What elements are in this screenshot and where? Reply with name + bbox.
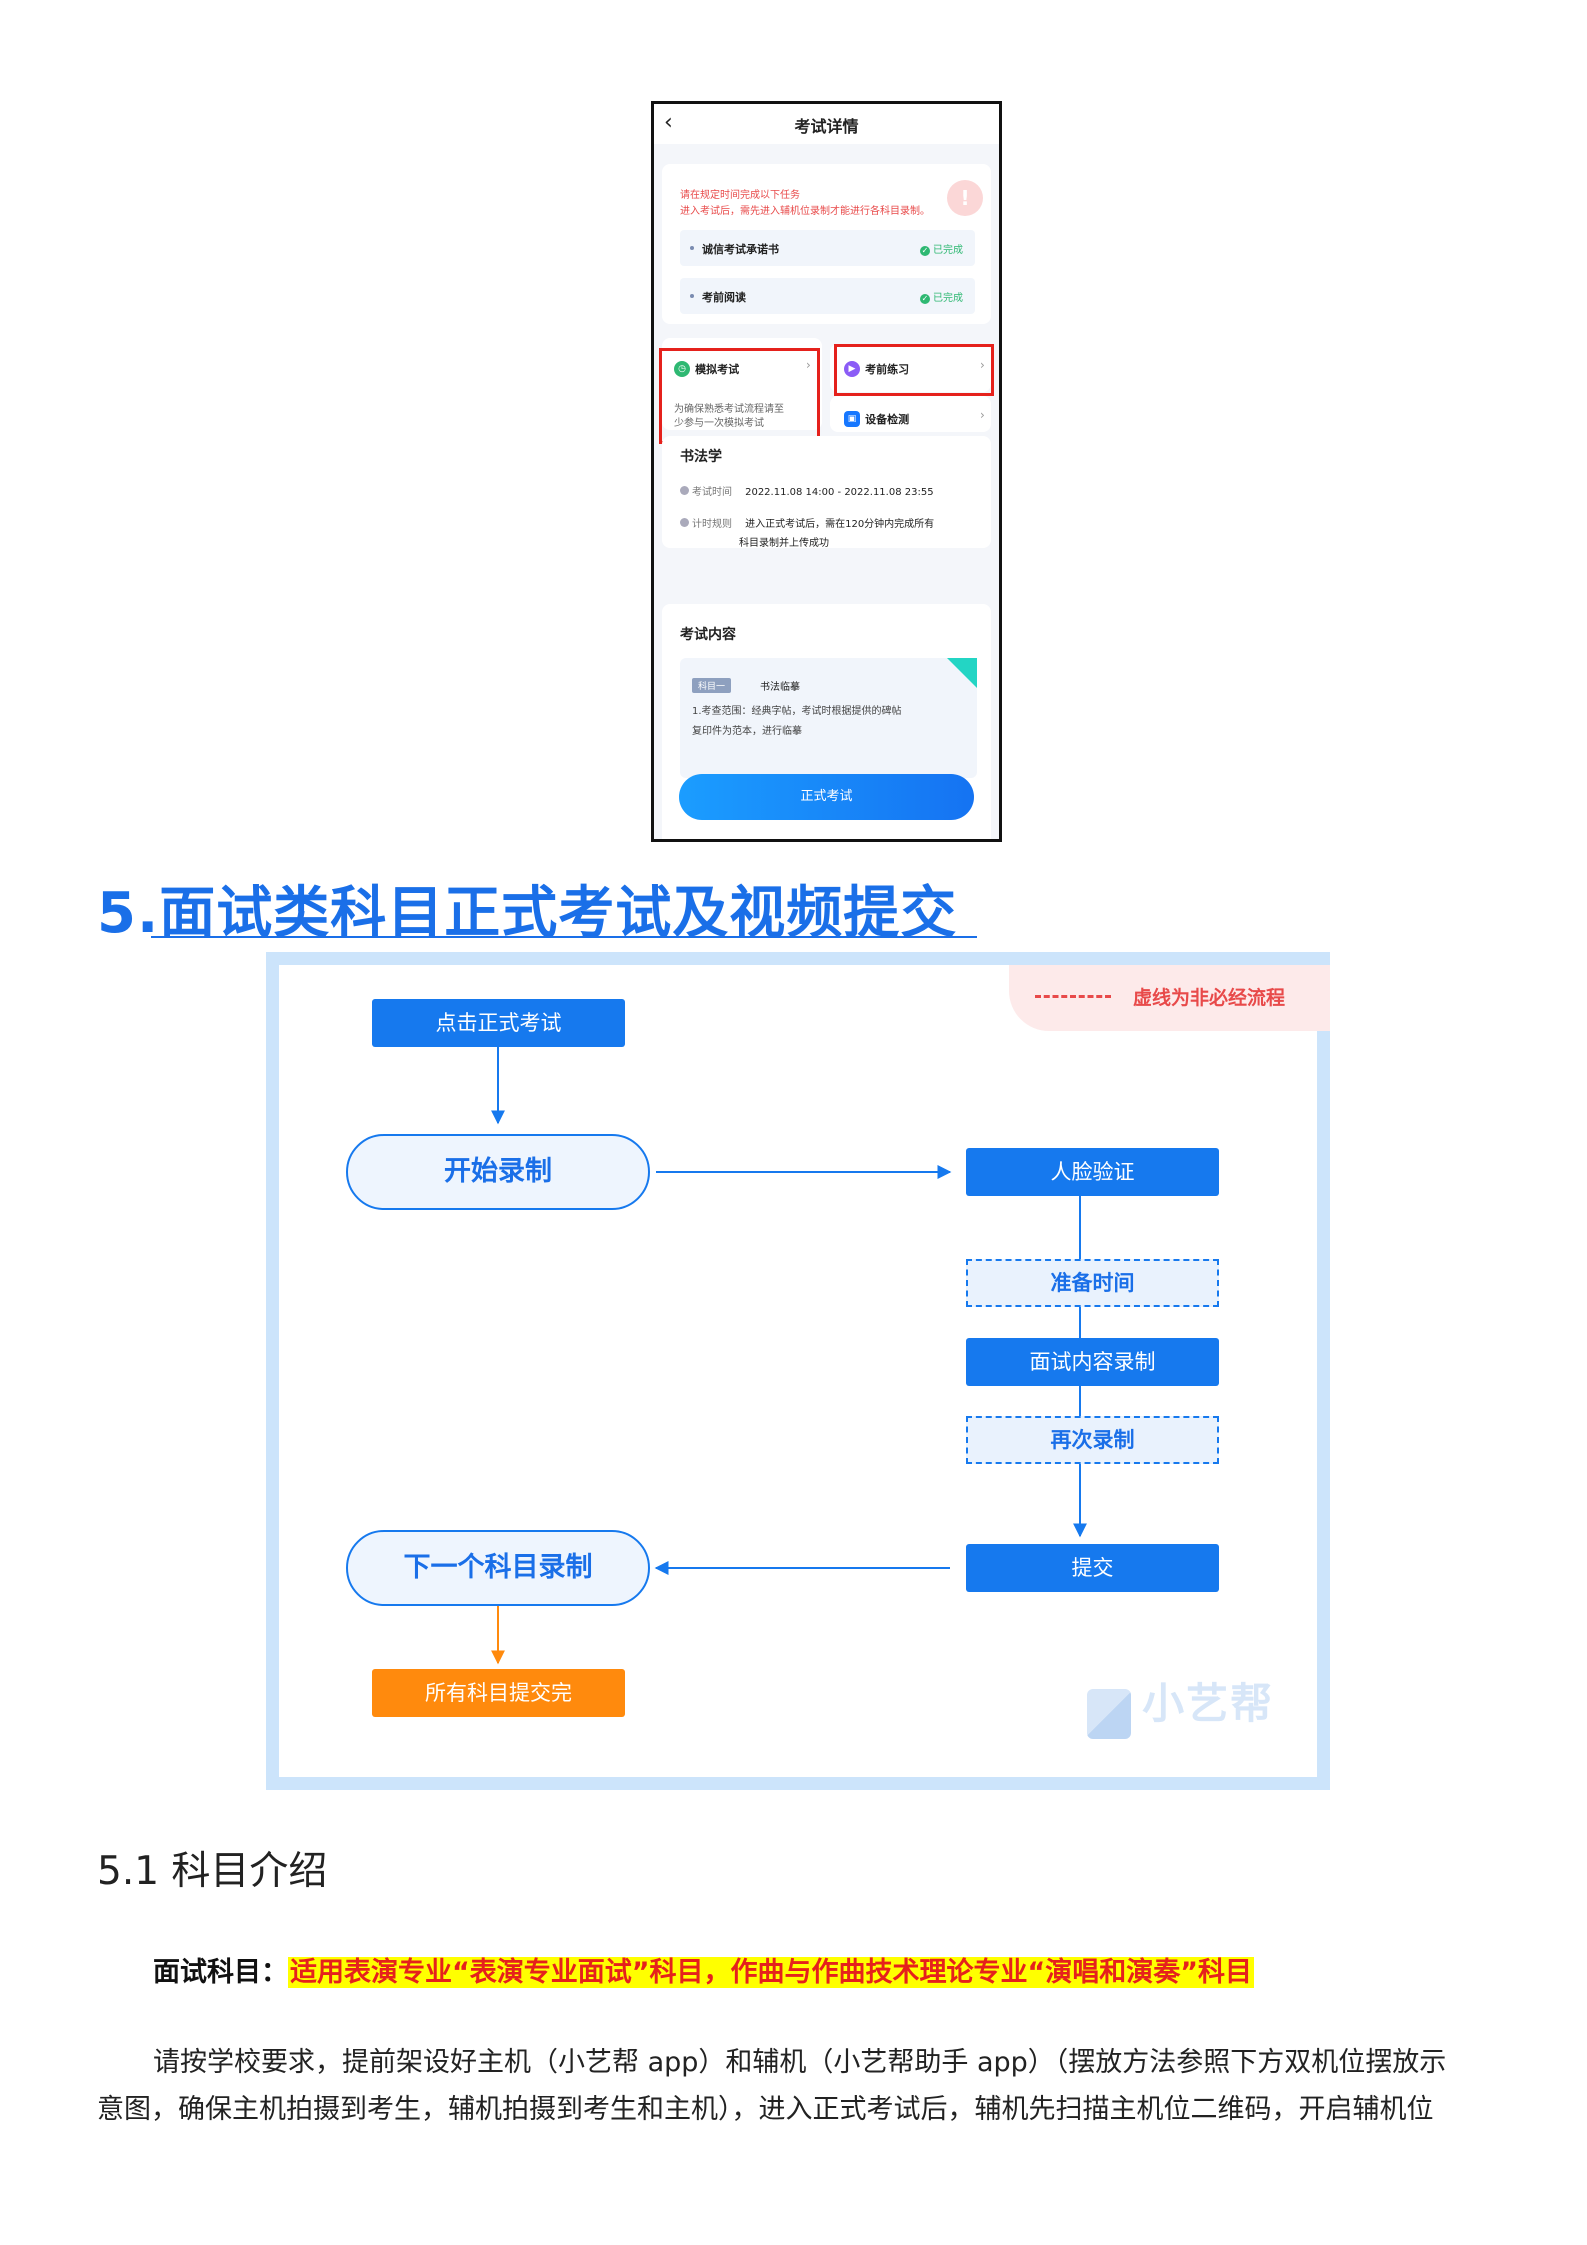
interview-subject-line: 面试科目：适用表演专业“表演专业面试”科目，作曲与作曲技术理论专业“演唱和演奏”…	[153, 1948, 1254, 1998]
highlight-box	[834, 344, 994, 396]
submit-box: 提交	[966, 1544, 1219, 1592]
next-subject-pill: 下一个科目录制	[346, 1530, 650, 1606]
face-verify-box: 人脸验证	[966, 1148, 1219, 1196]
task-name: 考前阅读	[702, 291, 746, 304]
interview-highlight: 适用表演专业“表演专业面试”科目，作曲与作曲技术理论专业“演唱和演奏”科目	[288, 1957, 1254, 1988]
subject-title: 书法学	[680, 449, 722, 465]
phone-screenshot: ‹ 考试详情 请在规定时间完成以下任务 进入考试后，需先进入辅机位录制才能进行各…	[651, 101, 1002, 842]
task-name: 诚信考试承诺书	[702, 243, 779, 256]
check-icon: ✓	[920, 294, 930, 304]
start-exam-button[interactable]: 正式考试	[679, 774, 974, 820]
content-line-1: 1.考查范围：经典字帖，考试时根据提供的碑帖	[692, 706, 902, 717]
subheading: 5.1 科目介绍	[97, 1849, 328, 1894]
paragraph-line-1: 请按学校要求，提前架设好主机（小艺帮 app）和辅机（小艺帮助手 app）（摆放…	[153, 2047, 1447, 2078]
record-content-box: 面试内容录制	[966, 1338, 1219, 1386]
chevron-right-icon: ›	[980, 358, 985, 372]
task-status: ✓已完成	[920, 293, 963, 304]
subject-panel: 科目一 书法临摹 1.考查范围：经典字帖，考试时根据提供的碑帖 复印件为范本，进…	[680, 658, 977, 778]
xiaoyibang-logo: 小艺帮	[1087, 1670, 1274, 1739]
heading-underline	[151, 936, 977, 938]
content-title: 考试内容	[680, 627, 736, 643]
legend: 虚线为非必经流程	[1009, 965, 1330, 1031]
logo-text: 小艺帮	[1142, 1679, 1275, 1728]
mock-exam-card[interactable]	[662, 338, 822, 430]
click-start-box: 点击正式考试	[372, 999, 625, 1047]
device-check-header: ▣ 设备检测	[844, 408, 909, 427]
mock-exam-label: 模拟考试	[695, 363, 740, 376]
task-row[interactable]: 诚信考试承诺书 ✓已完成	[680, 230, 975, 266]
exam-info-card: 书法学 考试时间 2022.11.08 14:00 - 2022.11.08 2…	[662, 436, 991, 549]
mock-exam-icon: ◷	[674, 360, 690, 377]
task-row[interactable]: 考前阅读 ✓已完成	[680, 278, 975, 314]
subject-tag: 科目一	[692, 678, 732, 693]
section-heading: 5.面试类科目正式考试及视频提交	[97, 881, 958, 946]
phone-title: 考试详情	[794, 117, 859, 136]
mock-exam-desc-2: 少参与一次模拟考试	[674, 418, 764, 429]
mock-exam-header: ◷ 模拟考试	[674, 358, 739, 377]
bullet-icon	[690, 246, 694, 250]
logo-icon	[1087, 1688, 1131, 1739]
notice-line-1: 请在规定时间完成以下任务	[680, 190, 800, 201]
device-icon: ▣	[844, 410, 860, 427]
legend-dash-line	[1035, 995, 1111, 998]
mock-exam-desc-1: 为确保熟悉考试流程请至	[674, 404, 784, 415]
corner-ribbon	[947, 658, 977, 688]
chevron-right-icon: ›	[980, 408, 985, 422]
clock-icon	[680, 486, 689, 495]
timing-line-2: 科目录制并上传成功	[739, 538, 829, 549]
flowchart: 虚线为非必经流程 点击正式考试 开始录制 人脸验证 准备时间 面试内容录制 再次…	[266, 952, 1330, 1790]
check-icon: ✓	[920, 246, 930, 256]
phone-navbar: ‹ 考试详情	[654, 104, 999, 144]
timer-icon	[680, 518, 689, 527]
legend-text: 虚线为非必经流程	[1133, 987, 1286, 1009]
task-status: ✓已完成	[920, 245, 963, 256]
exam-time-row: 考试时间 2022.11.08 14:00 - 2022.11.08 23:55	[680, 480, 934, 499]
timing-row: 计时规则 进入正式考试后，需在120分钟内完成所有	[680, 512, 934, 531]
chevron-left-icon[interactable]: ‹	[664, 110, 673, 135]
practice-header: ▶ 考前练习	[844, 358, 909, 377]
notice-line-2: 进入考试后，需先进入辅机位录制才能进行各科目录制。	[680, 206, 930, 217]
practice-label: 考前练习	[865, 363, 910, 376]
subject-name: 书法临摹	[760, 682, 800, 693]
prepare-time-box: 准备时间	[966, 1259, 1219, 1307]
task-card: 请在规定时间完成以下任务 进入考试后，需先进入辅机位录制才能进行各科目录制。 !…	[662, 164, 991, 324]
play-icon: ▶	[844, 360, 860, 377]
content-line-2: 复印件为范本，进行临摹	[692, 726, 802, 737]
paragraph-line-2: 意图，确保主机拍摄到考生，辅机拍摄到考生和主机），进入正式考试后，辅机先扫描主机…	[97, 2094, 1434, 2125]
start-record-pill: 开始录制	[346, 1134, 650, 1210]
chevron-right-icon: ›	[806, 358, 811, 372]
re-record-box: 再次录制	[966, 1416, 1219, 1464]
interview-label: 面试科目：	[153, 1957, 288, 1988]
warning-icon: !	[947, 180, 983, 216]
all-done-box: 所有科目提交完	[372, 1669, 625, 1717]
device-check-label: 设备检测	[865, 413, 910, 426]
bullet-icon	[690, 294, 694, 298]
